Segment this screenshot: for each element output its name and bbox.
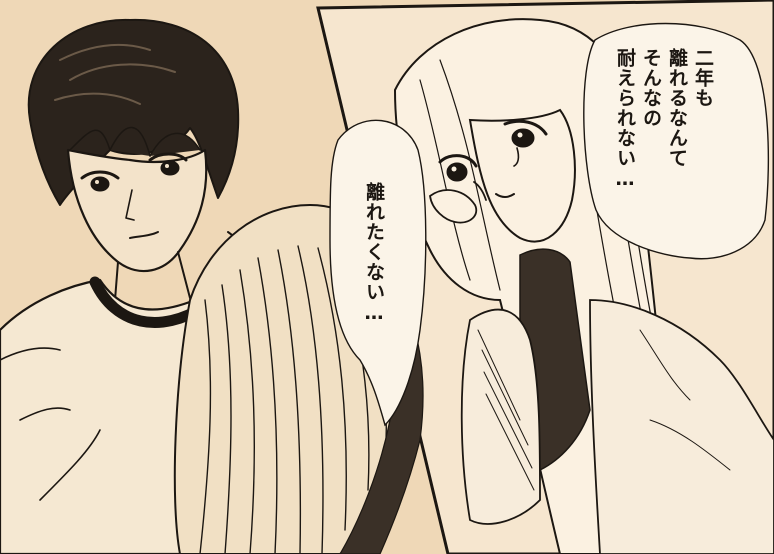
speech-text-left: 離れたくない…: [363, 182, 385, 325]
girl-crying-figure: [393, 18, 774, 554]
speech-bubble-left: [329, 119, 427, 427]
speech-text-right: 二年も 離れるなんて そんなの 耐えられない…: [614, 48, 714, 191]
speech-bubble-right: [583, 22, 770, 260]
